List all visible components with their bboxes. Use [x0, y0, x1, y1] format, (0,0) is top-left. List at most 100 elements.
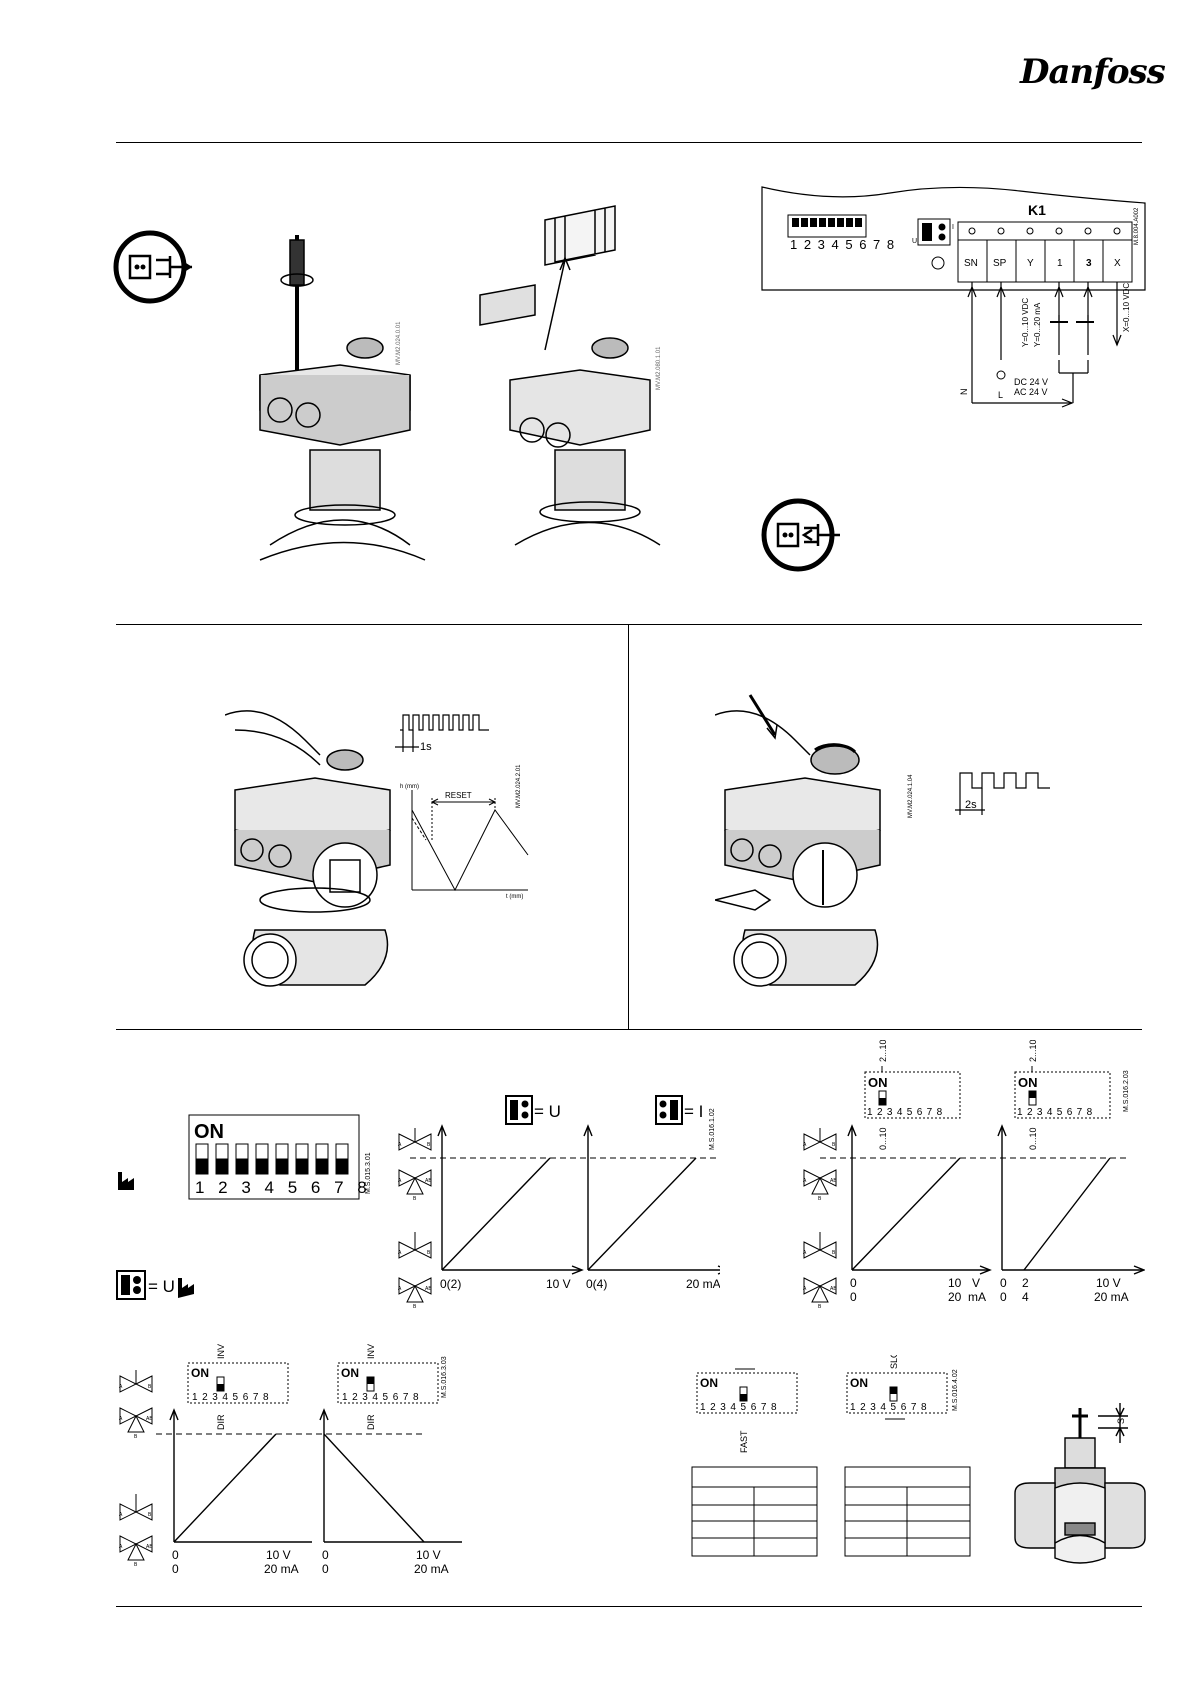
svg-text:B: B	[818, 1196, 822, 1202]
svg-text:1 2 3 4 5 6 7 8: 1 2 3 4 5 6 7 8	[850, 1402, 927, 1413]
svg-text:L: L	[998, 390, 1003, 400]
reset-drawing-code: MV.M2.024.2.01	[516, 764, 522, 808]
svg-text:B: B	[148, 1512, 152, 1518]
svg-text:= U: = U	[148, 1277, 175, 1296]
svg-text:A: A	[398, 1142, 402, 1148]
power-disconnect-icon	[113, 230, 193, 304]
wiring-dip-switch: 1 2 3 4 5 6 7 8	[787, 214, 896, 252]
section-rule-2	[116, 1029, 1142, 1030]
svg-text:10 V: 10 V	[1096, 1276, 1121, 1290]
svg-text:4: 4	[1022, 1290, 1029, 1304]
svg-text:AB: AB	[146, 1544, 153, 1550]
speed-dip-slow: ON 1 2 3 4 5 6 7 8 SLOW	[846, 1355, 948, 1420]
speed-tables	[691, 1466, 971, 1557]
svg-text:B: B	[427, 1142, 431, 1148]
svg-text:1 2 3 4 5 6 7 8: 1 2 3 4 5 6 7 8	[700, 1402, 777, 1413]
svg-text:M.S.016.3.03: M.S.016.3.03	[441, 1356, 448, 1398]
svg-text:AB: AB	[830, 1178, 837, 1184]
jumper-i: = I	[655, 1095, 703, 1125]
speed-dip-fast: ON 1 2 3 4 5 6 7 8 FAST	[696, 1368, 798, 1453]
section-rule-1	[116, 624, 1142, 625]
svg-text:SN: SN	[964, 258, 978, 269]
svg-text:M.S.016.1.02: M.S.016.1.02	[709, 1108, 716, 1150]
svg-text:1 2 3 4 5 6 7 8: 1 2 3 4 5 6 7 8	[790, 237, 896, 252]
svg-text:Y=0...20 mA: Y=0...20 mA	[1033, 302, 1042, 347]
svg-text:A: A	[119, 1544, 123, 1550]
svg-text:B: B	[832, 1142, 836, 1148]
reset-pulse-diagram: 1s	[395, 714, 489, 753]
svg-text:0...10: 0...10	[1028, 1127, 1038, 1150]
reset-actuator-drawing	[225, 710, 391, 987]
svg-text:10 V: 10 V	[416, 1548, 441, 1562]
svg-text:MV.M2.080.1.01: MV.M2.080.1.01	[656, 346, 662, 390]
svg-text:ON: ON	[341, 1366, 359, 1380]
svg-text:ON: ON	[194, 1121, 224, 1143]
svg-text:RESET: RESET	[445, 791, 472, 800]
valve-cross-section: S	[1014, 1403, 1146, 1564]
svg-text:20 mA: 20 mA	[1094, 1290, 1129, 1304]
svg-text:A: A	[398, 1286, 402, 1292]
svg-text:B: B	[413, 1304, 417, 1310]
svg-text:ON: ON	[700, 1376, 718, 1390]
svg-text:DIR: DIR	[216, 1414, 226, 1430]
svg-text:B: B	[148, 1384, 152, 1390]
svg-text:A: A	[803, 1178, 807, 1184]
svg-text:DC 24 V: DC 24 V	[1014, 377, 1048, 387]
svg-text:B: B	[832, 1250, 836, 1256]
svg-text:1: 1	[1057, 258, 1063, 269]
dir-dip-switch-2: ON 1 2 3 4 5 6 7 8 INV DIR	[337, 1344, 439, 1430]
svg-text:AB: AB	[425, 1178, 432, 1184]
svg-text:2s: 2s	[965, 799, 977, 811]
svg-text:0: 0	[850, 1276, 857, 1290]
svg-text:N: N	[959, 389, 969, 396]
svg-text:AB: AB	[830, 1286, 837, 1292]
svg-text:0: 0	[172, 1562, 179, 1576]
svg-text:= I: = I	[684, 1102, 703, 1121]
svg-text:A: A	[398, 1178, 402, 1184]
svg-text:A: A	[119, 1384, 123, 1390]
svg-text:A: A	[119, 1512, 123, 1518]
svg-text:10 V: 10 V	[546, 1277, 571, 1291]
svg-text:2...10: 2...10	[878, 1040, 888, 1062]
svg-text:Y: Y	[1027, 258, 1034, 269]
svg-text:10 V: 10 V	[266, 1548, 291, 1562]
svg-text:FAST: FAST	[739, 1430, 749, 1453]
range-signal-charts: ON 1 2 3 4 5 6 7 8 2...10 0...10 ON 1 2 …	[820, 1040, 1145, 1304]
svg-text:INV: INV	[366, 1344, 376, 1359]
danfoss-logo: Danfoss	[1020, 52, 1166, 92]
svg-text:1 2 3 4 5 6 7 8: 1 2 3 4 5 6 7 8	[1017, 1107, 1093, 1118]
svg-text:20 mA: 20 mA	[414, 1562, 449, 1576]
svg-text:2...10: 2...10	[1028, 1040, 1038, 1062]
svg-text:M.S.016.2.03: M.S.016.2.03	[1123, 1070, 1130, 1112]
manual-actuator-drawing	[715, 694, 881, 987]
svg-text:V: V	[972, 1276, 980, 1290]
svg-text:B: B	[134, 1562, 138, 1568]
svg-text:20: 20	[948, 1290, 962, 1304]
range-dip-switch-2: ON 1 2 3 4 5 6 7 8 2...10 0...10	[1014, 1040, 1111, 1150]
svg-text:0(2): 0(2)	[440, 1277, 461, 1291]
manual-pulse-diagram: 2s	[955, 772, 1050, 815]
svg-text:A: A	[803, 1286, 807, 1292]
svg-text:1 2 3 4 5 6 7 8: 1 2 3 4 5 6 7 8	[195, 1178, 371, 1197]
svg-text:0: 0	[1000, 1290, 1007, 1304]
svg-text:3: 3	[1086, 258, 1092, 269]
svg-text:0: 0	[172, 1548, 179, 1562]
svg-text:20 mA: 20 mA	[686, 1277, 720, 1291]
reset-stroke-chart: h (mm) RESET t (mm)	[400, 784, 529, 900]
svg-text:ON: ON	[850, 1376, 868, 1390]
factory-dip-switch: ON 1 2 3 4 5 6 7 8 M.S.015.3.01	[188, 1114, 372, 1200]
svg-text:0: 0	[1000, 1276, 1007, 1290]
svg-text:A: A	[398, 1250, 402, 1256]
svg-text:0: 0	[850, 1290, 857, 1304]
svg-text:20 mA: 20 mA	[264, 1562, 299, 1576]
header-rule	[116, 142, 1142, 143]
svg-text:1 2 3 4 5 6 7 8: 1 2 3 4 5 6 7 8	[867, 1107, 943, 1118]
svg-text:B: B	[818, 1304, 822, 1310]
svg-text:B: B	[427, 1250, 431, 1256]
svg-text:A: A	[119, 1416, 123, 1422]
actuator-cover-removed-drawing: MV.M2.080.1.01	[479, 205, 662, 546]
factory-icon	[118, 1172, 134, 1190]
